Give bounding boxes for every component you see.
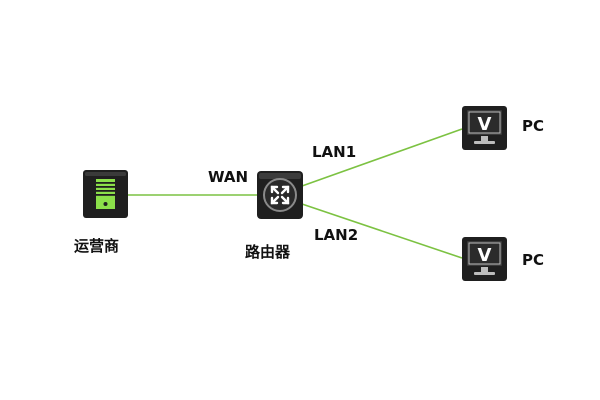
router-label: 路由器 (245, 243, 291, 261)
lan2-label: LAN2 (314, 226, 359, 244)
pc2-screen-glyph: V (478, 245, 492, 266)
lan2-link (301, 203, 463, 259)
lan1-link (301, 128, 463, 187)
pc2-monitor-icon: V (462, 237, 507, 281)
wan-label: WAN (208, 168, 249, 186)
lan1-label: LAN1 (312, 143, 357, 161)
server-icon (83, 170, 128, 218)
pc1-screen-glyph: V (478, 114, 492, 135)
router-icon (257, 171, 303, 219)
pc1-label: PC (522, 117, 545, 135)
pc2-label: PC (522, 251, 545, 269)
pc1-monitor-icon: V (462, 106, 507, 150)
isp-label: 运营商 (74, 237, 120, 255)
